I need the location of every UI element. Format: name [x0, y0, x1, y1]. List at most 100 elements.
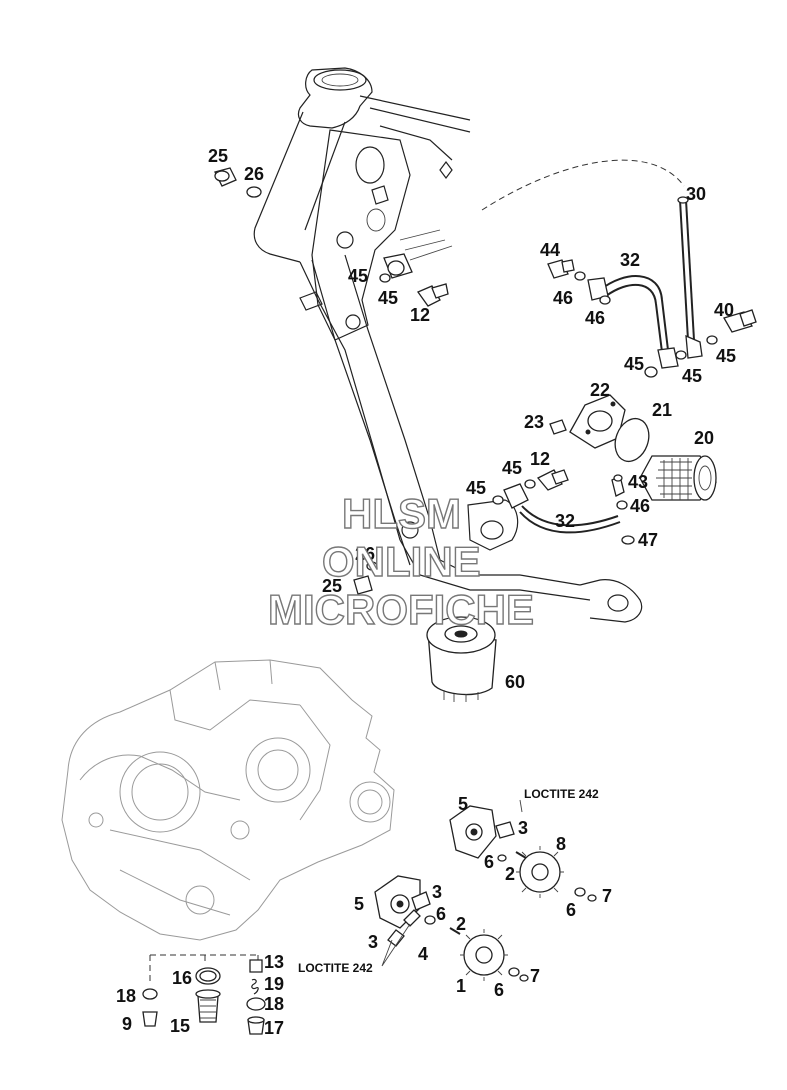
callout-6: 6	[566, 900, 576, 920]
callout-5: 5	[458, 794, 468, 814]
callout-7: 7	[530, 966, 540, 986]
banjo-bolt-40	[723, 309, 757, 333]
oil-line-32-upper	[587, 275, 679, 369]
callout-47: 47	[638, 530, 658, 550]
callout-46: 46	[630, 496, 650, 516]
oil-screen-15	[195, 989, 221, 1023]
callout-12: 12	[410, 305, 430, 325]
callout-17: 17	[264, 1018, 284, 1038]
seal-ring-26-upper	[246, 186, 262, 198]
callout-25: 25	[208, 146, 228, 166]
seal-ring-18-left	[142, 988, 158, 1000]
banjo-bolt-25-upper	[214, 167, 237, 187]
washers-6-7-lower	[424, 915, 529, 982]
loctite-note-lower: LOCTITE 242	[298, 961, 373, 975]
washers-46-upper	[574, 271, 611, 305]
loctite-note-upper: LOCTITE 242	[524, 787, 599, 801]
seal-ring-16	[195, 967, 221, 985]
callout-45: 45	[502, 458, 522, 478]
callout-32: 32	[620, 250, 640, 270]
leader-dashed-30	[481, 159, 685, 211]
callout-40: 40	[714, 300, 734, 320]
screw-3-upper	[495, 821, 515, 839]
callout-1: 1	[456, 976, 466, 996]
callout-3: 3	[432, 882, 442, 902]
drain-plug-17	[247, 1016, 265, 1035]
gear-1	[460, 929, 508, 981]
callout-25: 25	[322, 576, 342, 596]
callout-32: 32	[555, 511, 575, 531]
gear-8	[516, 846, 564, 898]
oil-filter-60	[426, 616, 497, 702]
filter-cover-22	[569, 394, 626, 449]
watermark-line-1: HLSM	[342, 490, 461, 537]
callout-46: 46	[553, 288, 573, 308]
callout-6: 6	[484, 852, 494, 872]
seal-ring-18-right	[246, 997, 266, 1011]
callout-16: 16	[172, 968, 192, 988]
callout-45: 45	[716, 346, 736, 366]
callout-2: 2	[456, 914, 466, 934]
callout-30: 30	[686, 184, 706, 204]
washers-45-lower	[492, 479, 536, 505]
callout-26: 26	[355, 544, 375, 564]
watermark: HLSM ONLINE MICROFICHE	[267, 489, 534, 633]
callout-12: 12	[530, 449, 550, 469]
banjo-bolt-12-upper	[417, 283, 449, 307]
loctite-leader-upper	[519, 799, 523, 813]
callout-6: 6	[494, 980, 504, 1000]
banjo-bolt-12-lower	[536, 469, 569, 491]
callout-45: 45	[682, 366, 702, 386]
callout-26: 26	[244, 164, 264, 184]
washers-46-47-lower	[616, 500, 635, 545]
washers-6-7-upper	[497, 854, 597, 902]
bleed-screw-43	[611, 474, 625, 497]
oil-filter-20	[639, 455, 717, 501]
engine-crankcase	[61, 659, 395, 941]
callout-45: 45	[378, 288, 398, 308]
drain-leaders	[149, 954, 259, 985]
callout-19: 19	[264, 974, 284, 994]
callout-7: 7	[602, 886, 612, 906]
callout-43: 43	[628, 472, 648, 492]
screws-3-4-lower	[387, 891, 431, 947]
callout-45: 45	[466, 478, 486, 498]
callout-44: 44	[540, 240, 560, 260]
watermark-line-3: MICROFICHE	[268, 586, 534, 633]
callout-45: 45	[624, 354, 644, 374]
pin-2-upper	[515, 851, 527, 859]
fittings-25-26-lower	[353, 561, 378, 595]
callout-22: 22	[590, 380, 610, 400]
callout-20: 20	[694, 428, 714, 448]
callout-60: 60	[505, 672, 525, 692]
oil-line-32-lower	[503, 483, 621, 534]
callout-15: 15	[170, 1016, 190, 1036]
callout-45: 45	[348, 266, 368, 286]
pump-cover-5-upper	[449, 805, 497, 859]
callout-2: 2	[505, 864, 515, 884]
callout-13: 13	[264, 952, 284, 972]
banjo-bolt-44	[547, 259, 575, 279]
plug-13-spring-19	[249, 959, 263, 995]
oil-fitting-at-frame	[379, 253, 413, 283]
drain-plug-9	[142, 1011, 158, 1027]
callout-3: 3	[518, 818, 528, 838]
callout-46: 46	[585, 308, 605, 328]
callout-23: 23	[524, 412, 544, 432]
callout-18: 18	[264, 994, 284, 1014]
frame	[253, 67, 643, 623]
callout-9: 9	[122, 1014, 132, 1034]
o-ring-21	[614, 417, 650, 463]
callout-8: 8	[556, 834, 566, 854]
washers-45-right	[644, 335, 718, 378]
screw-23	[549, 419, 567, 435]
callout-6: 6	[436, 904, 446, 924]
callout-5: 5	[354, 894, 364, 914]
loctite-leader-lower	[381, 923, 411, 967]
watermark-line-2: ONLINE	[322, 538, 481, 585]
callout-3: 3	[368, 932, 378, 952]
callout-18: 18	[116, 986, 136, 1006]
pin-2-lower	[449, 927, 461, 935]
